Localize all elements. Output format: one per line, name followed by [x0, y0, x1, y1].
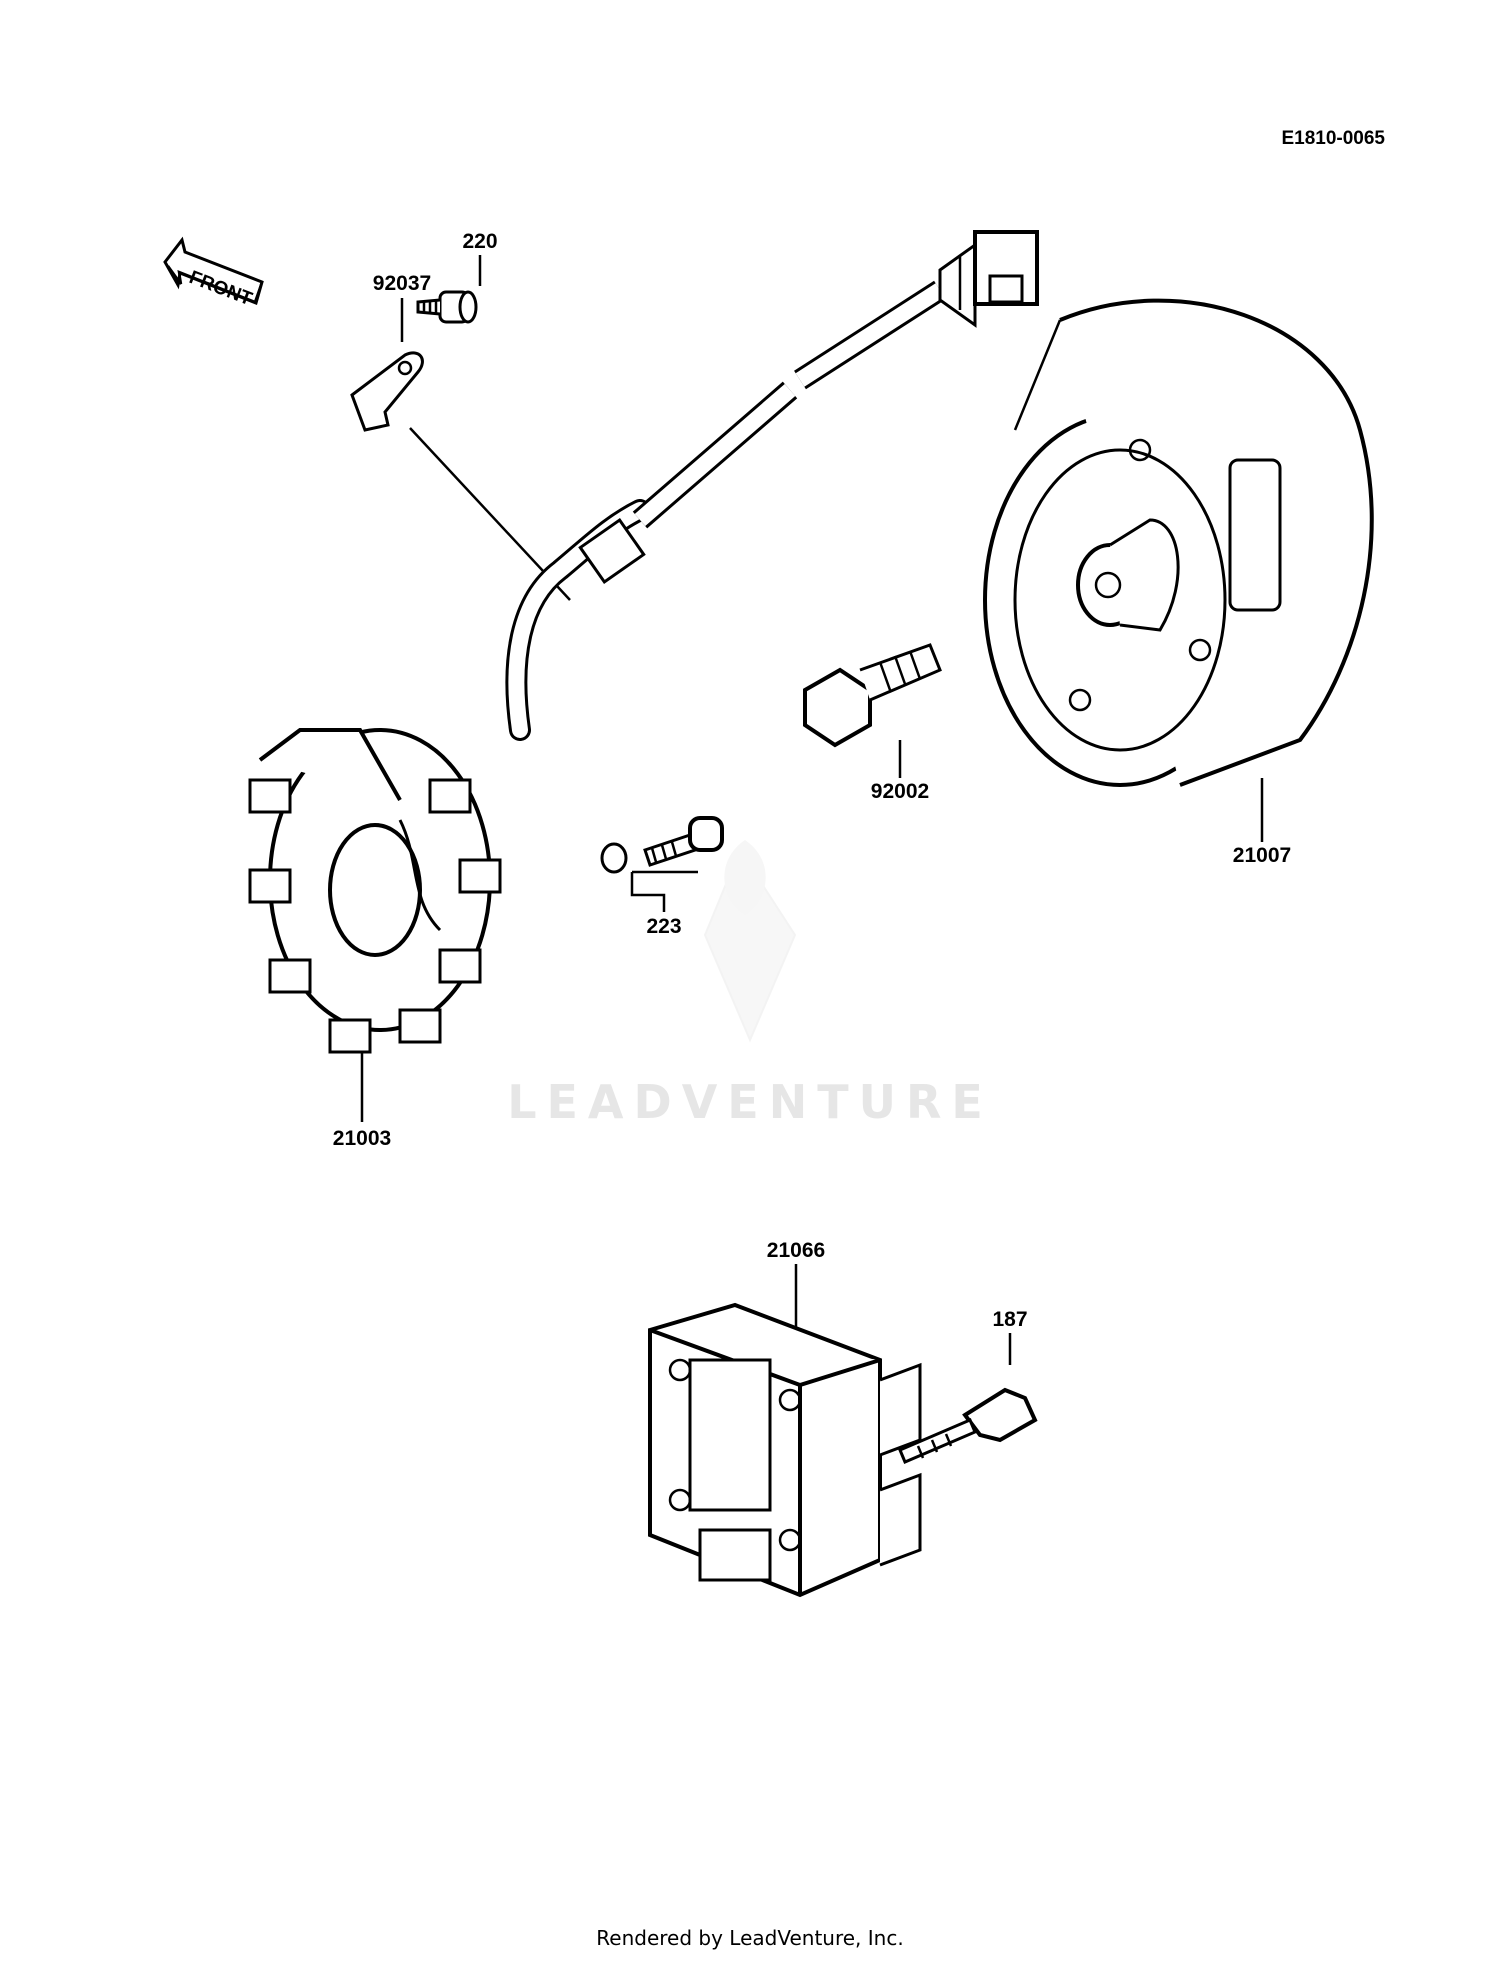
watermark-logo	[703, 840, 797, 1043]
stator-21003	[248, 728, 502, 1054]
bolt-92002	[803, 643, 942, 748]
part-label-92037: 92037	[373, 272, 431, 295]
screw-223	[600, 816, 724, 874]
footer-credit: Rendered by LeadVenture, Inc.	[596, 1926, 903, 1950]
part-label-220: 220	[462, 230, 497, 253]
connector	[938, 230, 1039, 328]
part-label-21066: 21066	[767, 1239, 825, 1262]
clamp-92037	[350, 351, 424, 432]
part-label-187: 187	[992, 1308, 1027, 1331]
screw-187	[898, 1387, 1038, 1464]
part-label-21003: 21003	[333, 1127, 391, 1150]
wire-harness	[505, 280, 946, 741]
front-arrow-icon: FRONT	[163, 236, 264, 310]
screw-220	[416, 290, 478, 324]
part-label-21007: 21007	[1233, 844, 1291, 867]
part-label-223: 223	[646, 915, 681, 938]
flywheel-21007	[983, 298, 1374, 787]
diagram-code: E1810-0065	[1281, 128, 1385, 149]
part-label-92002: 92002	[871, 780, 929, 803]
regulator-21066	[648, 1302, 922, 1598]
watermark-text: LEADVENTURE	[507, 1075, 993, 1129]
